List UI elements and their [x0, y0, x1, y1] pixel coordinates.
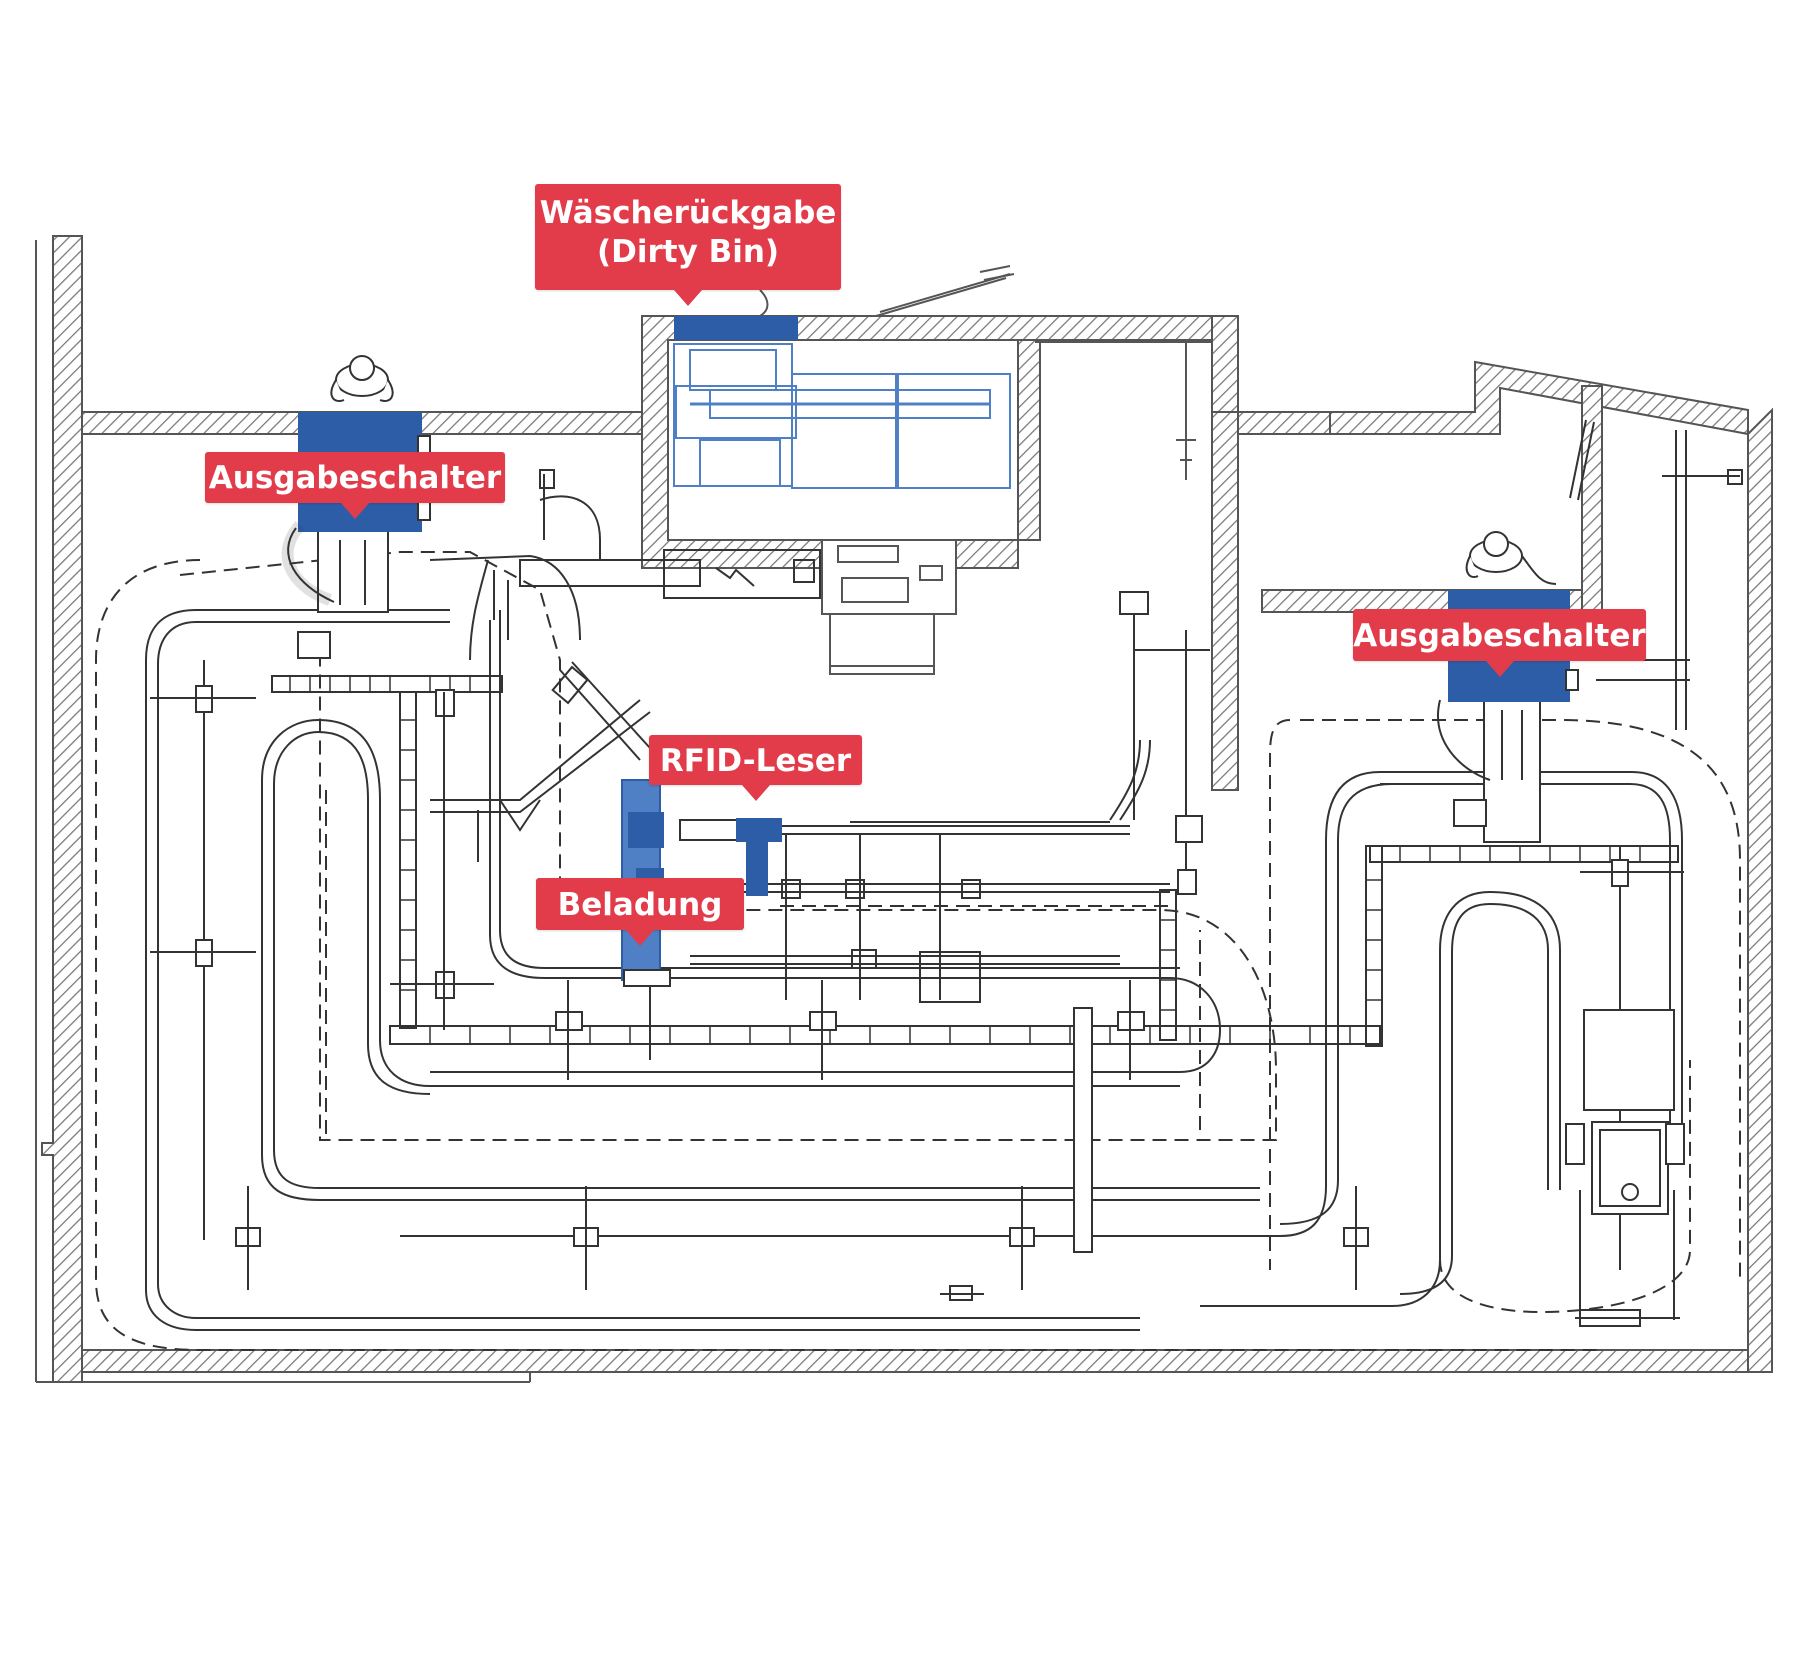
dirty-bin-callout: Wäscherückgabe (Dirty Bin) — [535, 184, 841, 306]
dirty-bin — [674, 316, 798, 340]
supports — [150, 591, 1684, 1327]
keyboard-icon — [841, 577, 909, 603]
wall-corridor-right — [1211, 411, 1239, 791]
chain-conveyor — [271, 675, 1679, 1047]
dirty-bin-equipment — [673, 343, 1011, 489]
rfid-line — [679, 739, 1170, 1003]
dirty-bin-label-line1: Wäscherückgabe — [539, 195, 837, 231]
person-icon-right — [1465, 531, 1557, 585]
washer-device — [1565, 1009, 1685, 1215]
lightning-icon — [715, 567, 755, 587]
person-icon — [330, 355, 394, 402]
dirty-bin-arm — [759, 265, 1015, 317]
dispense-counter-right-callout: Ausgabeschalter — [1353, 609, 1646, 677]
rfid-reader-label: RFID-Leser — [659, 743, 852, 779]
loading-label: Beladung — [557, 887, 723, 923]
wall-outlines — [35, 240, 1331, 1383]
wall-dirty-room — [641, 315, 1239, 569]
dispense-counter-left-callout: Ausgabeschalter — [205, 452, 505, 519]
feeder-assembly — [429, 469, 821, 862]
rfid-reader — [736, 818, 782, 896]
power-outlet-icon — [297, 631, 331, 659]
wall-left — [41, 235, 83, 1383]
chain-links — [289, 676, 1641, 1044]
control-desk — [821, 539, 957, 675]
rfid-reader-callout: RFID-Leser — [649, 735, 862, 801]
wall-bottom — [81, 1349, 1773, 1373]
wall-right — [1747, 407, 1773, 1373]
safety-boundary — [95, 551, 1741, 1351]
door-swing — [1176, 340, 1196, 480]
dispense-counter-right-label: Ausgabeschalter — [1353, 618, 1646, 654]
dispense-counter-left-label: Ausgabeschalter — [208, 460, 502, 496]
walls — [41, 235, 1773, 1383]
conveyor-track — [145, 609, 1683, 1331]
loading-callout: Beladung — [536, 878, 744, 946]
power-outlet-icon-right — [1453, 799, 1487, 827]
dirty-bin-label-line2: (Dirty Bin) — [596, 233, 780, 270]
